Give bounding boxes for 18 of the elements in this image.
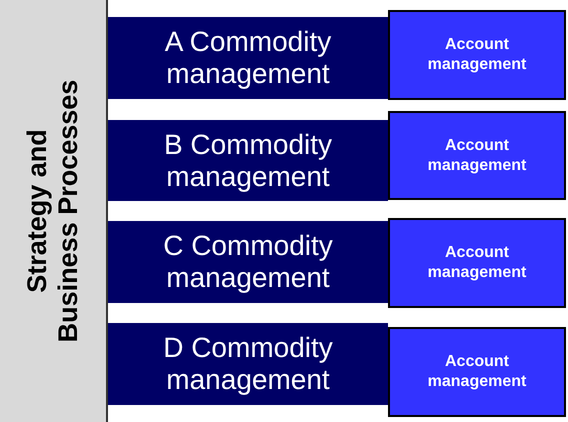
process-band — [108, 323, 388, 405]
process-band — [108, 120, 388, 201]
vertical-heading: Strategy and Business Processes — [22, 78, 84, 344]
box-label: A Commodity management — [164, 26, 332, 90]
process-band — [108, 221, 388, 303]
box-label: B Commodity management — [162, 128, 334, 192]
account-box — [388, 10, 566, 100]
side-panel — [0, 0, 108, 422]
box-label: Account management — [426, 136, 528, 176]
account-box — [388, 327, 566, 417]
process-band — [108, 17, 388, 99]
box-label: C Commodity management — [162, 230, 334, 294]
account-box — [388, 111, 566, 200]
box-label: D Commodity management — [162, 332, 334, 396]
box-label: Account management — [426, 352, 528, 392]
box-label: Account management — [426, 35, 528, 75]
account-box — [388, 218, 566, 308]
box-label: Account management — [426, 243, 528, 283]
